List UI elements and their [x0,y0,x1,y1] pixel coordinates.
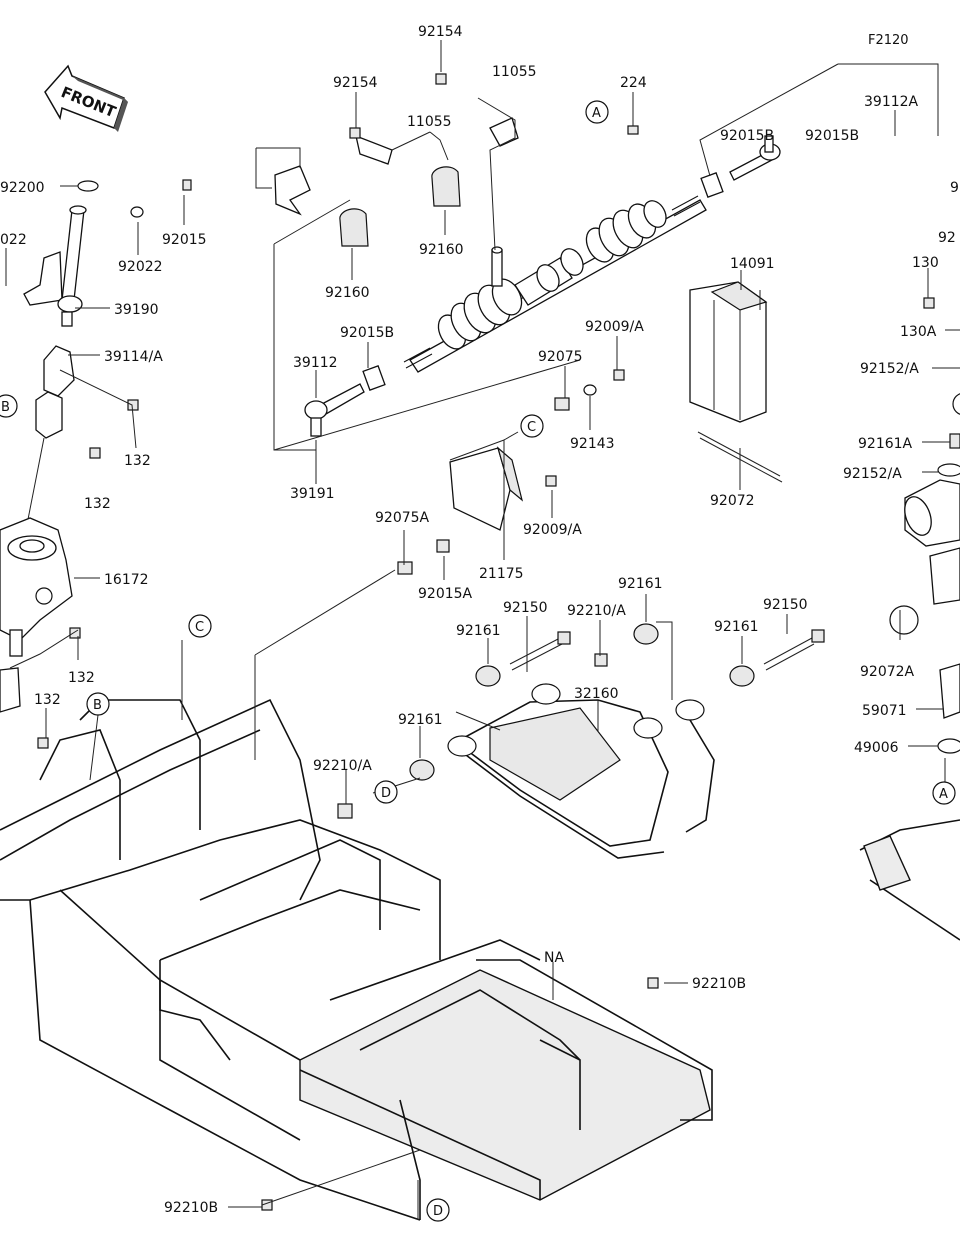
a-arm [447,683,715,859]
part-label: 39112 [293,355,338,371]
part-label: 92152/A [843,466,902,482]
bushings [409,623,825,781]
callout-c-left: C [188,614,212,638]
part-label: 92015 [162,232,207,248]
part-label: 92 [938,230,956,246]
part-label: 224 [620,75,647,91]
part-label: 39114/A [104,349,163,365]
part-label: 132 [34,692,61,708]
svg-text:A: A [939,787,948,802]
tie-rod-end-left [304,365,386,437]
diagram-code: F2120 [868,33,909,48]
part-label: 92022 [118,259,163,275]
part-label: 92009/A [523,522,582,538]
callout-cut-right [952,393,960,415]
part-label: 92200 [0,180,45,196]
part-label: 92154 [333,75,378,91]
part-label: 92152/A [860,361,919,377]
part-label: 92150 [503,600,548,616]
part-label: 92160 [325,285,370,301]
part-label: 92009/A [585,319,644,335]
part-label: 92161 [714,619,759,635]
rack-clamps [274,117,519,247]
part-label: 132 [84,496,111,512]
tie-rod-end-right [700,135,781,198]
part-label: 132 [124,453,151,469]
part-label: 49006 [854,740,899,756]
part-label: 92150 [763,597,808,613]
front-arrow-icon: FRONT [44,64,128,132]
part-label: 92015B [340,325,394,341]
part-label: 39190 [114,302,159,318]
callout-a-top: A [585,100,609,124]
part-label: 39191 [290,486,335,502]
part-label: 11055 [492,64,537,80]
svg-text:C: C [195,620,204,635]
part-label: 32160 [574,686,619,702]
part-label: 92154 [418,24,463,40]
part-label: 130A [900,324,937,340]
part-label: 92143 [570,436,615,452]
part-label: 92210/A [567,603,626,619]
main-frame [0,479,960,1221]
steering-column [19,205,87,561]
part-label: 21175 [479,566,524,582]
part-label: 92160 [419,242,464,258]
part-label: 92161 [456,623,501,639]
callout-b-mid: B [86,692,110,716]
part-label: 92210/A [313,758,372,774]
part-label: NA [544,950,564,966]
part-label: 92210B [692,976,746,992]
part-label: 92015B [805,128,859,144]
svg-text:D: D [433,1204,443,1219]
part-label: 92072A [860,664,915,680]
fasteners [37,73,960,1211]
battery-box [689,281,783,483]
svg-text:B: B [93,698,102,713]
part-label: 92072 [710,493,755,509]
leader-lines [5,40,960,1220]
part-label: 92161 [398,712,443,728]
ecu-module [449,446,524,531]
steering-rack [403,195,707,373]
callout-a-right: A [932,781,956,805]
svg-text:A: A [592,106,601,121]
part-label: 92075A [375,510,430,526]
svg-text:C: C [527,420,536,435]
part-label: 132 [68,670,95,686]
part-labels: 92154 11055 224 92154 39112A 11055 92015… [0,24,959,1216]
part-label: 130 [912,255,939,271]
part-label: 92161A [858,436,913,452]
callout-b-left: B [0,394,18,418]
part-label: 9 [950,180,959,196]
gear-box [0,517,73,713]
part-label: 16172 [104,572,149,588]
part-label: 92015B [720,128,774,144]
svg-text:D: D [381,786,391,801]
part-label: 11055 [407,114,452,130]
svg-text:B: B [1,400,10,415]
callout-c-mid: C [520,414,544,438]
callout-d-bottom: D [426,1198,450,1222]
callout-d-mid: D [374,780,398,804]
part-label: 14091 [730,256,775,272]
part-label: 92210B [164,1200,218,1216]
part-label: 39112A [864,94,919,110]
part-label: 92015A [418,586,473,602]
part-label: 59071 [862,703,907,719]
part-label: 022 [0,232,27,248]
part-label: 92161 [618,576,663,592]
part-label: 92075 [538,349,583,365]
